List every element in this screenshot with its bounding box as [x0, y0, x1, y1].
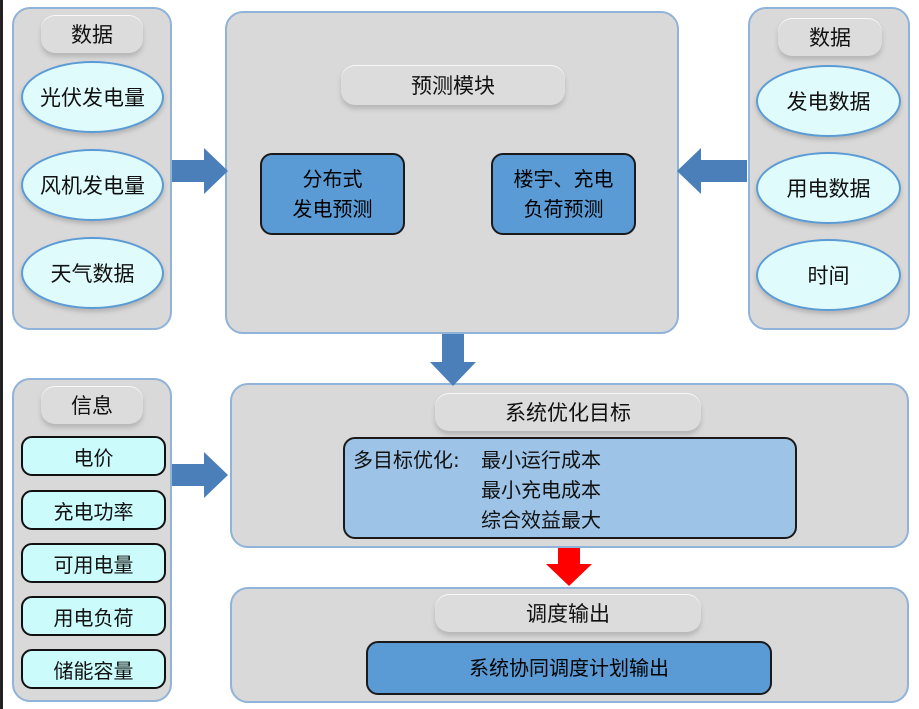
building-charging-load-forecast-box: 楼宇、充电 负荷预测: [491, 153, 636, 235]
distributed-generation-forecast-box: 分布式 发电预测: [260, 153, 405, 235]
box-line: 分布式: [302, 167, 363, 191]
left-data-panel: 数据 光伏发电量 风机发电量 天气数据: [12, 7, 172, 330]
multi-objective-label: 多目标优化:: [353, 448, 460, 472]
dispatch-output-panel: 调度输出 系统协同调度计划输出: [230, 587, 909, 703]
coordinated-dispatch-plan-box: 系统协同调度计划输出: [366, 641, 772, 695]
goal-min-operating-cost: 最小运行成本: [481, 448, 601, 472]
generation-data-node: 发电数据: [756, 65, 901, 137]
pv-generation-node: 光伏发电量: [21, 61, 164, 133]
wind-generation-node: 风机发电量: [21, 149, 164, 221]
info-title: 信息: [41, 386, 143, 424]
right-data-title: 数据: [778, 18, 882, 56]
arrow-right-icon: [172, 148, 228, 194]
prediction-module-panel: 预测模块 分布式 发电预测 楼宇、充电 负荷预测: [225, 11, 679, 334]
dispatch-title: 调度输出: [435, 594, 701, 632]
goal-min-charging-cost: 最小充电成本: [481, 478, 601, 502]
info-panel: 信息 电价 充电功率 可用电量 用电负荷 储能容量: [12, 378, 172, 702]
available-energy-item: 可用电量: [21, 543, 166, 583]
optimization-title: 系统优化目标: [435, 393, 701, 431]
electricity-price-item: 电价: [21, 436, 166, 476]
storage-capacity-item: 储能容量: [21, 649, 166, 689]
prediction-module-title: 预测模块: [341, 65, 565, 105]
multi-objective-box: 多目标优化: 最小运行成本 最小充电成本 综合效益最大: [343, 437, 797, 539]
consumption-data-node: 用电数据: [756, 152, 901, 224]
box-line: 发电预测: [292, 197, 373, 221]
electricity-load-item: 用电负荷: [21, 596, 166, 636]
system-optimization-panel: 系统优化目标 多目标优化: 最小运行成本 最小充电成本 综合效益最大: [230, 383, 909, 548]
arrow-down-icon: [430, 334, 476, 386]
arrow-right-icon: [172, 452, 228, 498]
right-data-panel: 数据 发电数据 用电数据 时间: [748, 7, 910, 330]
time-data-node: 时间: [756, 239, 901, 311]
charging-power-item: 充电功率: [21, 490, 166, 530]
goal-max-overall-benefit: 综合效益最大: [481, 508, 601, 532]
arrow-left-icon: [677, 148, 747, 194]
weather-data-node: 天气数据: [21, 237, 164, 309]
left-data-title: 数据: [41, 15, 143, 53]
box-line: 楼宇、充电: [513, 167, 614, 191]
left-border-line: [0, 0, 3, 709]
arrow-down-red-icon: [546, 548, 592, 586]
box-line: 负荷预测: [523, 197, 604, 221]
